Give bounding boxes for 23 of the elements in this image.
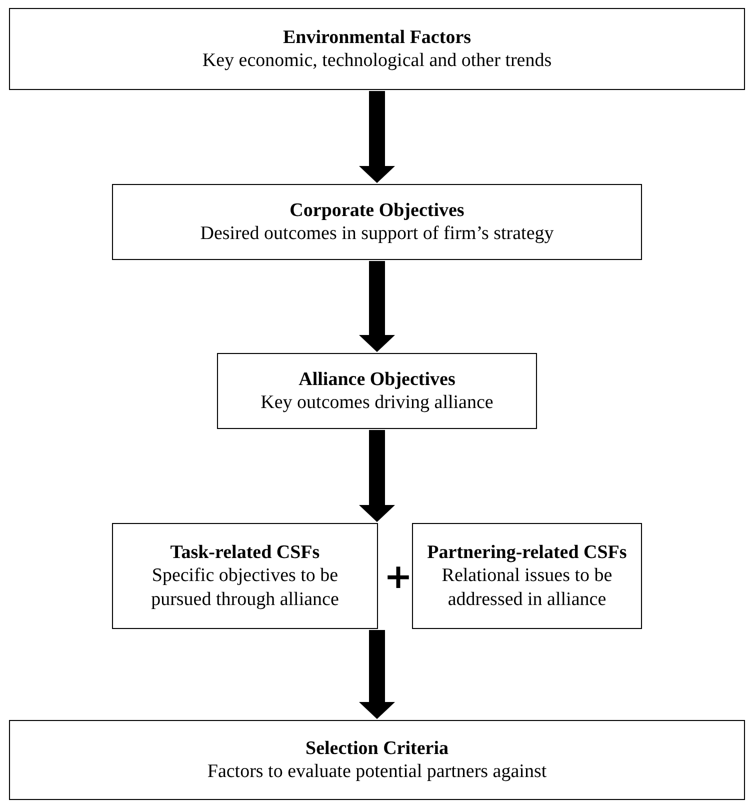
box-heading: Corporate Objectives <box>290 198 464 222</box>
box-description: Specific objectives to be pursued through alliance <box>150 564 340 611</box>
process-box <box>112 184 642 260</box>
box-heading: Environmental Factors <box>282 26 472 49</box>
process-box <box>9 720 745 800</box>
box-description: Relational issues to be addressed in alliance <box>440 564 614 611</box>
process-box <box>9 8 745 90</box>
box-description: Desired outcomes in support of firm’s strategy <box>200 222 554 246</box>
box-heading: Selection Criteria <box>306 736 448 760</box>
box-description: Key economic, technological and other trends <box>202 49 552 72</box>
box-description: Key outcomes driving alliance <box>260 391 494 414</box>
box-description: Factors to evaluate potential partners against <box>207 760 547 784</box>
box-heading: Alliance Objectives <box>298 368 456 391</box>
process-box <box>112 523 378 629</box>
block-arrow <box>359 430 395 522</box>
box-heading: Partnering-related CSFs <box>427 541 627 564</box>
block-arrow <box>359 91 395 183</box>
process-box <box>412 523 642 629</box>
block-arrow <box>359 630 395 719</box>
block-arrow <box>359 261 395 352</box>
process-box <box>217 353 537 429</box>
box-heading: Task-related CSFs <box>170 541 320 564</box>
plus-sign: + <box>384 560 412 594</box>
